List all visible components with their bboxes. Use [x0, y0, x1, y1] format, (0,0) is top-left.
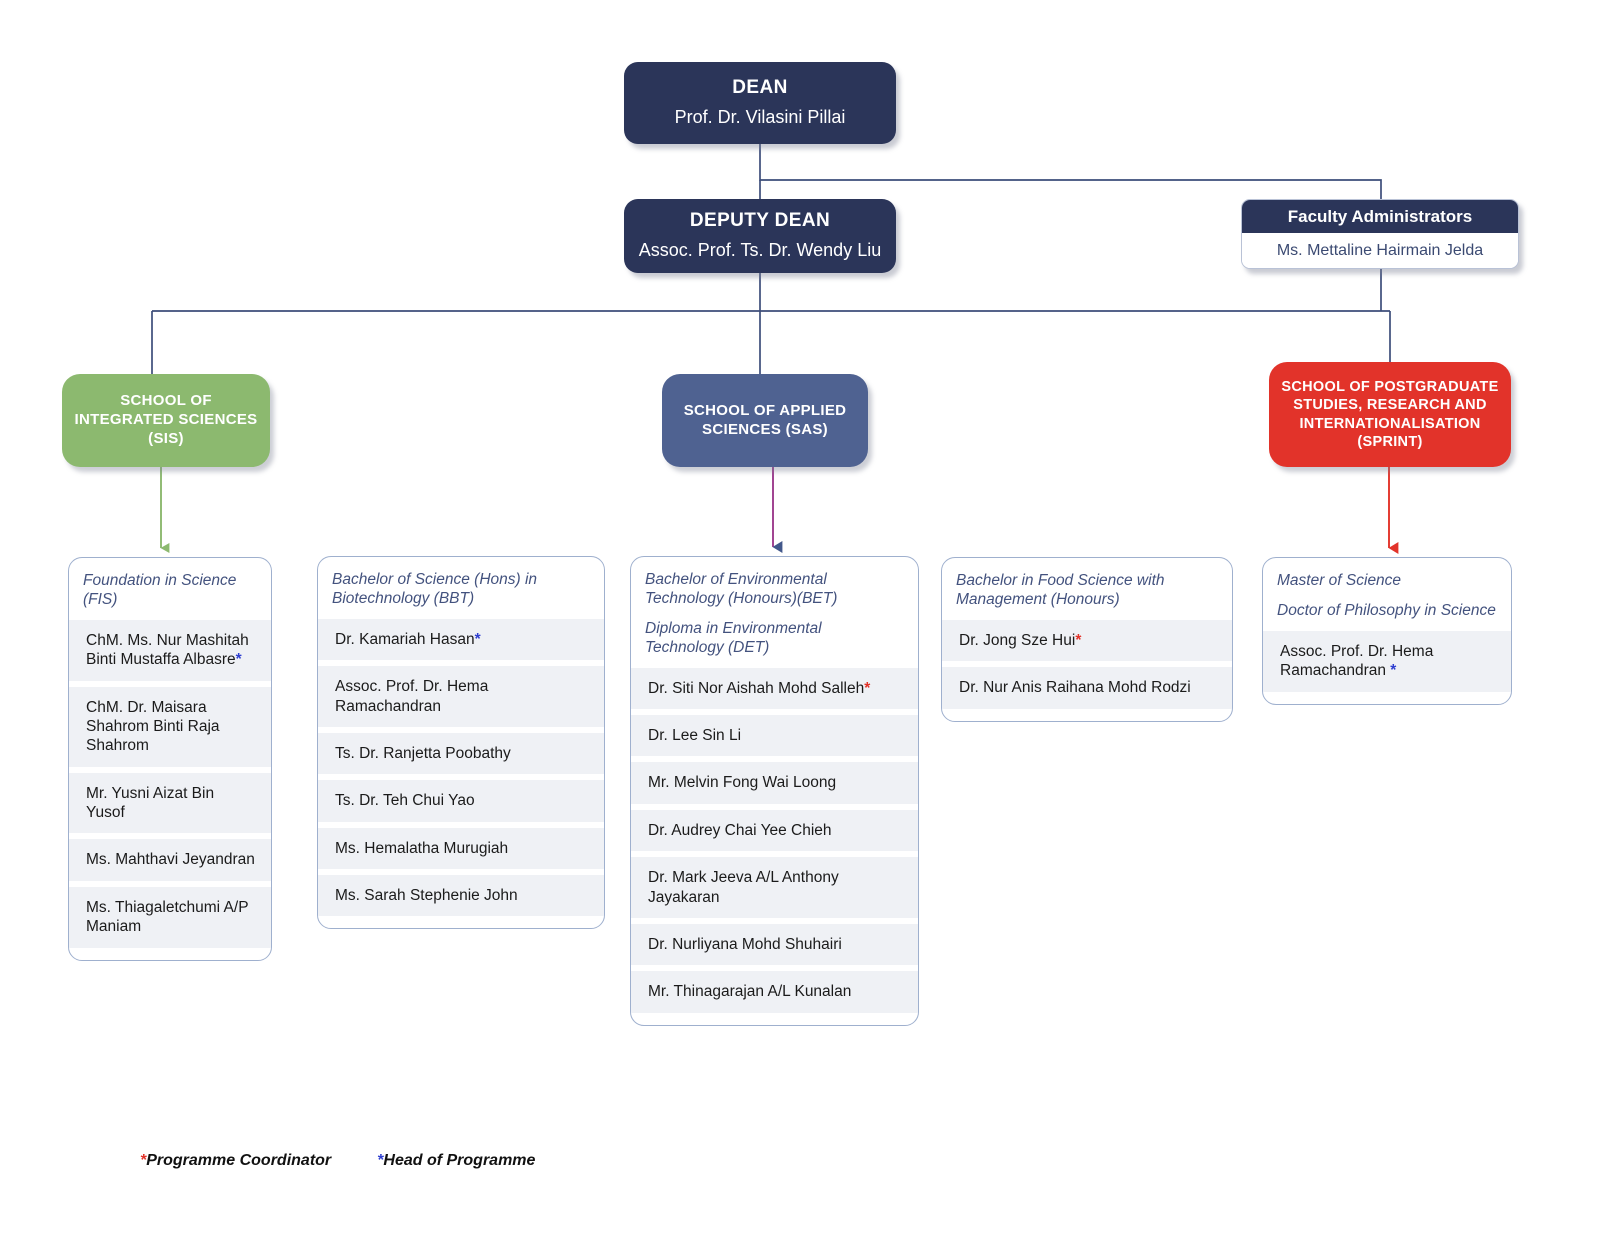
staff-name: Ms. Mahthavi Jeyandran: [86, 851, 255, 869]
legend-head-asterisk: *: [377, 1152, 384, 1169]
staff-name: Dr. Mark Jeeva A/L Anthony Jayakaran: [648, 869, 839, 906]
faculty-administrators-box[interactable]: Faculty Administrators Ms. Mettaline Hai…: [1241, 199, 1519, 269]
programme-heading: Diploma in Environmental Technology (DET…: [645, 619, 822, 656]
programme-heading-group: Bachelor of Environmental Technology (Ho…: [631, 557, 918, 668]
school-sprint-label: SCHOOL OF POSTGRADUATE STUDIES, RESEARCH…: [1281, 379, 1499, 450]
staff-row[interactable]: Dr. Audrey Chai Yee Chieh: [631, 809, 918, 852]
staff-list: Dr. Jong Sze Hui* Dr. Nur Anis Raihana Mo…: [942, 619, 1232, 721]
school-sprint-box[interactable]: SCHOOL OF POSTGRADUATE STUDIES, RESEARCH…: [1269, 362, 1511, 467]
staff-row[interactable]: Ts. Dr. Ranjetta Poobathy: [318, 732, 604, 775]
staff-name: Dr. Nurliyana Mohd Shuhairi: [648, 935, 842, 953]
staff-row[interactable]: Assoc. Prof. Dr. Hema Ramachandran *: [1263, 630, 1511, 692]
staff-name: Dr. Siti Nor Aishah Mohd Salleh: [648, 679, 865, 697]
programme-heading: Doctor of Philosophy in Science: [1277, 601, 1496, 619]
staff-role-asterisk: *: [1390, 662, 1397, 680]
staff-row[interactable]: Mr. Thinagarajan A/L Kunalan: [631, 971, 918, 1013]
school-sas-label: SCHOOL OF APPLIED SCIENCES (SAS): [683, 401, 847, 438]
dean-name: Prof. Dr. Vilasini Pillai: [674, 107, 846, 128]
staff-row[interactable]: Dr. Nur Anis Raihana Mohd Rodzi: [942, 667, 1232, 709]
legend-item-head: *Head of Programme: [377, 1152, 535, 1170]
deputy-dean-name: Assoc. Prof. Ts. Dr. Wendy Liu: [638, 240, 882, 261]
school-sas-box[interactable]: SCHOOL OF APPLIED SCIENCES (SAS): [662, 374, 868, 467]
staff-name: ChM. Dr. Maisara Shahrom Binti Raja Shah…: [86, 698, 220, 755]
staff-name: Assoc. Prof. Dr. Hema Ramachandran: [335, 678, 489, 715]
programme-heading: Bachelor of Science (Hons) in Biotechnol…: [332, 571, 538, 607]
staff-row[interactable]: Dr. Mark Jeeva A/L Anthony Jayakaran: [631, 857, 918, 918]
staff-list: ChM. Ms. Nur Mashitah Binti Mustaffa Alb…: [69, 619, 271, 960]
staff-name: Ms. Thiagaletchumi A/P Maniam: [86, 898, 249, 936]
deputy-dean-title: DEPUTY DEAN: [689, 210, 831, 232]
faculty-administrators-title: Faculty Administrators: [1242, 200, 1518, 233]
legend-item-coordinator: *Programme Coordinator: [140, 1152, 331, 1170]
programme-card-fis[interactable]: Foundation in Science (FIS) ChM. Ms. Nur …: [68, 557, 272, 961]
staff-row[interactable]: ChM. Ms. Nur Mashitah Binti Mustaffa Alb…: [69, 619, 271, 681]
staff-row[interactable]: Ts. Dr. Teh Chui Yao: [318, 780, 604, 822]
programme-heading-group: Bachelor in Food Science with Management…: [942, 558, 1232, 620]
staff-list: Dr. Siti Nor Aishah Mohd Salleh* Dr. Lee …: [631, 667, 918, 1025]
legend: *Programme Coordinator *Head of Programm…: [140, 1152, 535, 1170]
staff-name: Dr. Lee Sin Li: [648, 727, 742, 744]
legend-head-label: Head of Programme: [383, 1152, 536, 1169]
staff-role-asterisk: *: [864, 679, 871, 697]
staff-row[interactable]: Dr. Siti Nor Aishah Mohd Salleh*: [631, 667, 918, 709]
staff-row[interactable]: Ms. Hemalatha Murugiah: [318, 827, 604, 870]
staff-list: Assoc. Prof. Dr. Hema Ramachandran *: [1263, 630, 1511, 704]
staff-name: Mr. Melvin Fong Wai Loong: [648, 774, 837, 792]
staff-role-asterisk: *: [235, 651, 242, 669]
staff-row[interactable]: Dr. Lee Sin Li: [631, 715, 918, 757]
dean-box[interactable]: DEAN Prof. Dr. Vilasini Pillai: [624, 62, 896, 144]
faculty-administrators-name: Ms. Mettaline Hairmain Jelda: [1242, 233, 1518, 268]
staff-name: Dr. Audrey Chai Yee Chieh: [648, 821, 832, 839]
programme-heading: Foundation in Science (FIS): [83, 572, 237, 608]
staff-name: Mr. Thinagarajan A/L Kunalan: [648, 983, 852, 1001]
staff-role-asterisk: *: [474, 630, 481, 648]
staff-row[interactable]: Ms. Mahthavi Jeyandran: [69, 839, 271, 881]
school-sis-label: SCHOOL OF INTEGRATED SCIENCES (SIS): [74, 392, 258, 447]
staff-role-asterisk: *: [1075, 631, 1082, 649]
staff-row[interactable]: Dr. Jong Sze Hui*: [942, 619, 1232, 662]
staff-row[interactable]: Dr. Nurliyana Mohd Shuhairi: [631, 923, 918, 966]
dean-title: DEAN: [732, 77, 788, 99]
staff-name: Dr. Nur Anis Raihana Mohd Rodzi: [959, 679, 1191, 697]
staff-list: Dr. Kamariah Hasan* Assoc. Prof. Dr. Hema…: [318, 618, 604, 929]
staff-row[interactable]: Ms. Thiagaletchumi A/P Maniam: [69, 886, 271, 948]
staff-name: Ms. Hemalatha Murugiah: [335, 839, 509, 857]
deputy-dean-box[interactable]: DEPUTY DEAN Assoc. Prof. Ts. Dr. Wendy L…: [624, 199, 896, 273]
staff-row[interactable]: Mr. Yusni Aizat Bin Yusof: [69, 772, 271, 834]
staff-name: Ts. Dr. Ranjetta Poobathy: [335, 744, 511, 762]
staff-name: Mr. Yusni Aizat Bin Yusof: [86, 784, 215, 822]
programme-heading-group: Foundation in Science (FIS): [69, 558, 271, 620]
staff-name: Dr. Jong Sze Hui: [959, 631, 1076, 649]
staff-row[interactable]: Ms. Sarah Stephenie John: [318, 875, 604, 917]
programme-heading-group: Bachelor of Science (Hons) in Biotechnol…: [318, 557, 604, 619]
staff-name: Assoc. Prof. Dr. Hema Ramachandran: [1280, 642, 1434, 680]
staff-row[interactable]: Assoc. Prof. Dr. Hema Ramachandran: [318, 666, 604, 727]
staff-row[interactable]: ChM. Dr. Maisara Shahrom Binti Raja Shah…: [69, 686, 271, 767]
staff-row[interactable]: Mr. Melvin Fong Wai Loong: [631, 762, 918, 804]
legend-coordinator-label: Programme Coordinator: [146, 1152, 332, 1169]
programme-card-bet[interactable]: Bachelor of Environmental Technology (Ho…: [630, 556, 919, 1026]
staff-name: Ms. Sarah Stephenie John: [335, 887, 518, 905]
staff-name: ChM. Ms. Nur Mashitah Binti Mustaffa Alb…: [86, 631, 249, 669]
programme-card-bbt[interactable]: Bachelor of Science (Hons) in Biotechnol…: [317, 556, 605, 930]
programme-heading: Bachelor in Food Science with Management…: [956, 572, 1165, 608]
staff-name: Ts. Dr. Teh Chui Yao: [335, 792, 475, 810]
programme-card-food[interactable]: Bachelor in Food Science with Management…: [941, 557, 1233, 722]
school-sis-box[interactable]: SCHOOL OF INTEGRATED SCIENCES (SIS): [62, 374, 270, 467]
legend-coordinator-asterisk: *: [140, 1152, 147, 1169]
programme-heading: Bachelor of Environmental Technology (Ho…: [645, 571, 838, 607]
programme-heading: Master of Science: [1277, 572, 1402, 589]
staff-row[interactable]: Dr. Kamariah Hasan*: [318, 618, 604, 661]
staff-name: Dr. Kamariah Hasan: [335, 630, 475, 648]
